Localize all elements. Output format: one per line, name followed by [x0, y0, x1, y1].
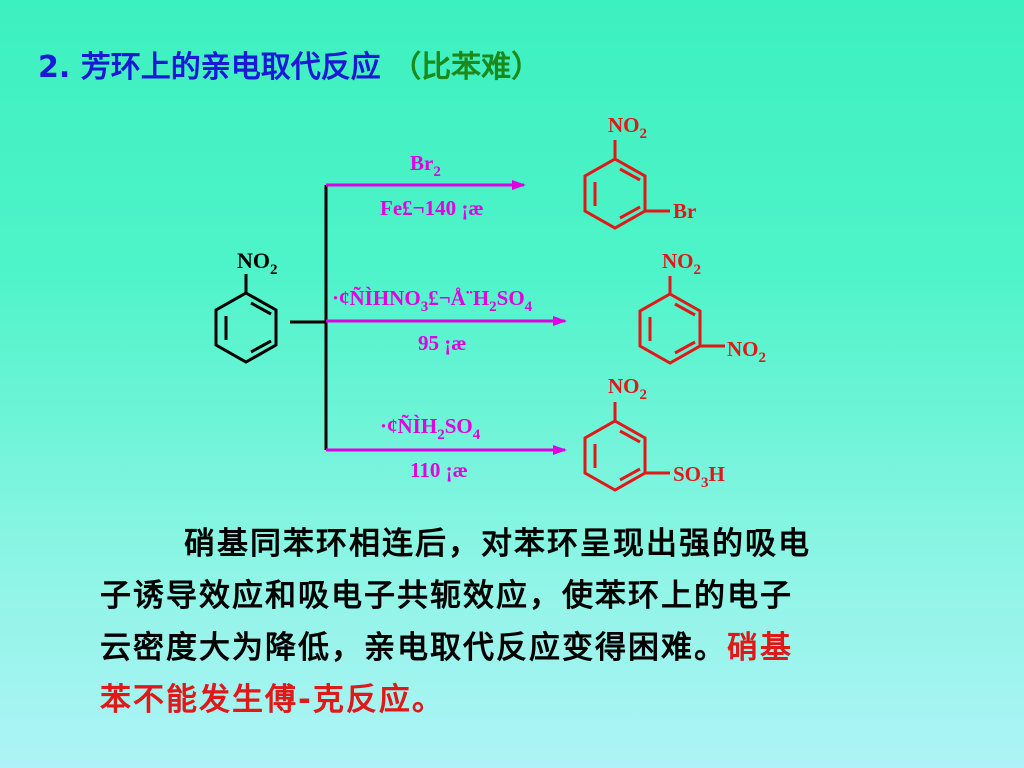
paragraph-line-3-highlight: 硝基: [727, 630, 793, 666]
product-bromo-meta-label: Br: [673, 199, 696, 223]
paragraph-line-2: 子诱导效应和吸电子共轭效应，使苯环上的电子: [100, 578, 793, 614]
reactant-nitrobenzene: [214, 274, 278, 364]
product-sulfonic-top-label: NO2: [608, 374, 647, 403]
reactant-group-label: NO2: [237, 248, 278, 278]
conditions-sulfonation: 110 ¡æ: [410, 458, 468, 482]
page-title: 2. 芳环上的亲电取代反应 （比苯难）: [38, 42, 541, 86]
product-dinitro-meta-label: NO2: [727, 337, 766, 366]
title-number: 2.: [38, 50, 71, 85]
paragraph-line-4: 苯不能发生傅-克反应。: [100, 682, 445, 718]
conditions-bromination: Fe£¬140 ¡æ: [380, 196, 484, 220]
product-dinitro: [638, 276, 725, 365]
product-sulfonic-meta-label: SO3H: [673, 462, 725, 491]
product-sulfonic: [583, 402, 670, 492]
conditions-nitration: 95 ¡æ: [418, 331, 466, 355]
reagent-nitration: ·¢ÑÌHNO3£¬Å¨H2SO4: [332, 286, 533, 315]
reaction-arrows: [326, 180, 567, 455]
product-bromo: [583, 140, 670, 230]
paragraph-line-3-text: 云密度大为降低，亲电取代反应变得困难。: [100, 630, 727, 666]
product-bromo-top-label: NO2: [608, 113, 647, 142]
paragraph-line-3: 云密度大为降低，亲电取代反应变得困难。硝基: [100, 622, 950, 674]
reagent-bromine: Br2: [410, 151, 441, 180]
title-text: 芳环上的亲电取代反应: [80, 50, 381, 85]
reagent-sulfonation: ·¢ÑÌH2SO4: [380, 414, 481, 443]
explanation-paragraph: 硝基同苯环相连后，对苯环呈现出强的吸电 子诱导效应和吸电子共轭效应，使苯环上的电…: [100, 518, 950, 726]
product-dinitro-top-label: NO2: [662, 249, 701, 278]
paragraph-line-1: 硝基同苯环相连后，对苯环呈现出强的吸电: [184, 526, 811, 562]
reaction-diagram: NO2 Br2 Fe£¬140 ¡æ ·¢ÑÌHNO3£¬Å¨H2SO4 95 …: [214, 113, 766, 492]
title-note: （比苯难）: [391, 50, 542, 85]
branch-connector: [290, 185, 328, 450]
